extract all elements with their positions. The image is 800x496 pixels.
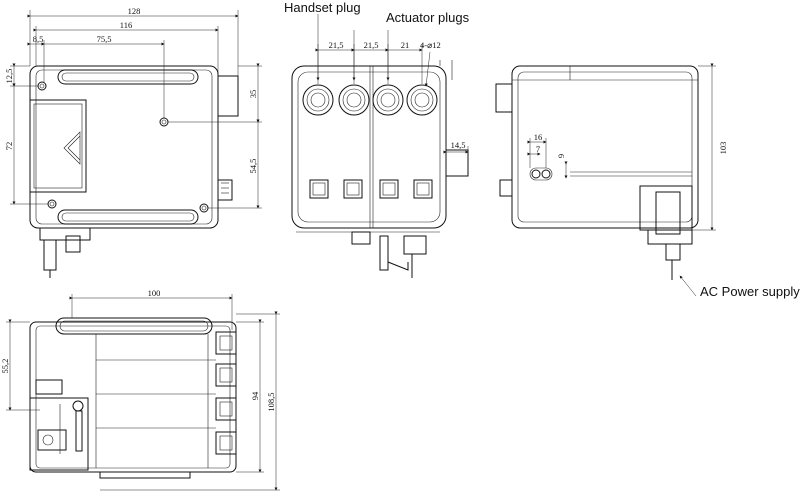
dim-72: 72	[4, 142, 14, 151]
dim-100: 100	[148, 288, 161, 298]
dim-16: 16	[534, 132, 543, 142]
dim-94: 94	[250, 391, 260, 400]
dim-8-5: 8,5	[33, 34, 44, 44]
dim-21: 21	[401, 40, 410, 50]
dim-7: 7	[536, 144, 540, 154]
ac-power-supply-label: AC Power supply	[700, 284, 800, 299]
dim-75-5: 75,5	[97, 34, 112, 44]
front-view	[10, 10, 262, 278]
dim-108-5: 108,5	[266, 392, 276, 411]
dim-21-5-a: 21,5	[329, 40, 344, 50]
dim-14-5: 14,5	[451, 140, 466, 150]
handset-plug-label: Handset plug	[284, 0, 361, 15]
dim-103: 103	[718, 142, 728, 155]
dim-12-5: 12,5	[4, 69, 14, 84]
dim-holes: 4-⌀12	[420, 40, 441, 50]
right-view	[495, 63, 716, 297]
dim-21-5-b: 21,5	[364, 40, 379, 50]
bottom-view	[6, 294, 280, 491]
actuator-plugs-label: Actuator plugs	[386, 10, 470, 25]
dim-116: 116	[120, 20, 132, 30]
dim-35: 35	[248, 90, 258, 99]
dim-55-2: 55,2	[0, 359, 10, 374]
dim-9: 9	[556, 154, 566, 158]
dim-128: 128	[128, 6, 141, 16]
side-view	[291, 14, 469, 278]
dim-54-5: 54,5	[248, 159, 258, 174]
